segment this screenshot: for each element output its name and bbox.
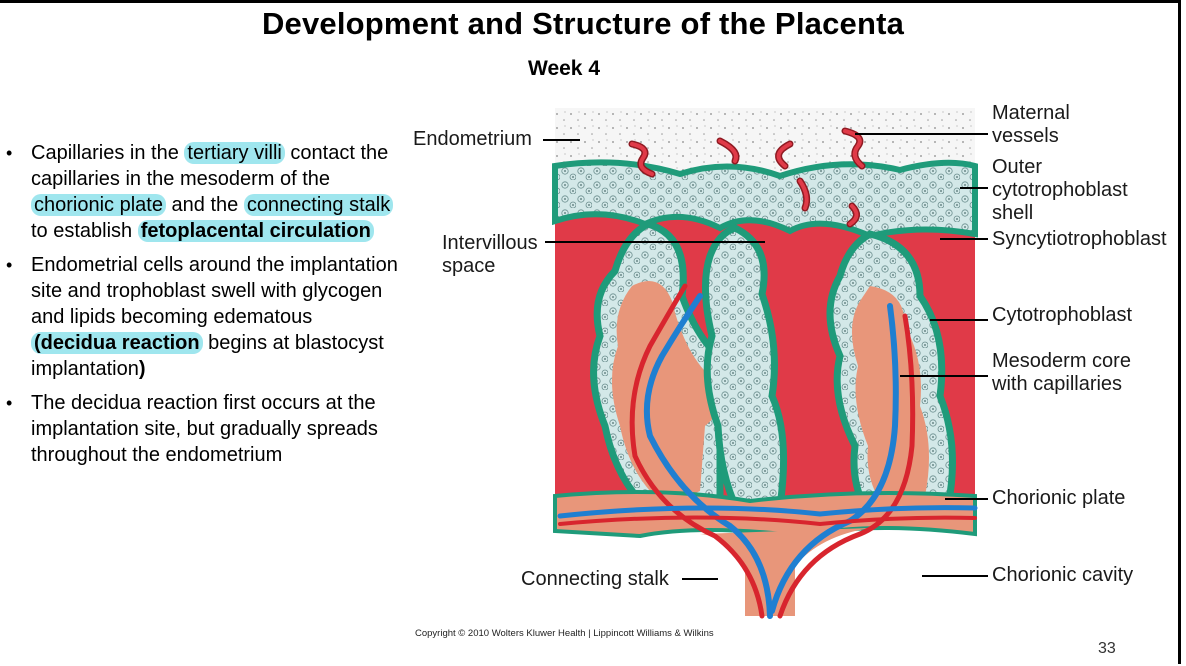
text-run: The decidua reaction first occurs at the…: [31, 392, 378, 466]
bullet-text: The decidua reaction first occurs at the…: [31, 392, 378, 466]
highlighted-term: tertiary villi: [184, 142, 285, 164]
page-number: 33: [1098, 640, 1116, 657]
label-line: Maternal: [992, 102, 1070, 124]
vein-vessel: [769, 303, 899, 614]
artery-vessel: [629, 283, 765, 619]
placenta-diagram: [543, 108, 988, 619]
text-run: Capillaries in the: [31, 142, 185, 164]
placenta-figure: Endometrium Maternal vessels Outer cytot…: [400, 96, 1186, 636]
chorionic-vessel: [558, 515, 977, 527]
label-line: Mesoderm core: [992, 350, 1131, 372]
bullet-text: Endometrial cells around the implantatio…: [31, 254, 398, 380]
bullet-dot-icon: •: [6, 393, 13, 413]
text-run: begins at blastocyst implantation: [31, 332, 384, 380]
highlighted-term: connecting stalk: [243, 194, 394, 216]
villus-middle: [702, 224, 788, 521]
bullet-item: • The decidua reaction first occurs at th…: [0, 390, 400, 468]
label-endometrium: Endometrium: [413, 128, 532, 150]
text-run: and the: [165, 194, 244, 216]
bullet-item: • Endometrial cells around the implantati…: [0, 252, 400, 382]
highlighted-term: (decidua reaction: [31, 332, 203, 354]
highlighted-term: chorionic plate: [31, 194, 166, 216]
highlighted-term: fetoplacental circulation: [137, 220, 374, 242]
label-line: cytotrophoblast: [992, 179, 1128, 201]
connecting-stalk: [700, 528, 870, 616]
label-syncytiotrophoblast: Syncytiotrophoblast: [992, 228, 1167, 250]
label-line: vessels: [992, 125, 1059, 147]
bullet-list: • Capillaries in the tertiary villi conta…: [0, 140, 400, 476]
label-chorionic-plate: Chorionic plate: [992, 487, 1126, 509]
label-cytotrophoblast: Cytotrophoblast: [992, 304, 1133, 326]
label-mesoderm-core: Mesoderm core with capillaries: [992, 350, 1131, 396]
label-line: Outer: [992, 156, 1043, 178]
text-run: to establish: [31, 220, 138, 242]
label-maternal-vessels: Maternal vessels: [992, 102, 1070, 148]
copyright-notice: Copyright © 2010 Wolters Kluwer Health |…: [415, 628, 714, 639]
slide-title: Development and Structure of the Placent…: [261, 6, 905, 41]
chorionic-plate: [553, 490, 977, 539]
label-chorionic-cavity: Chorionic cavity: [992, 564, 1134, 586]
bullet-item: • Capillaries in the tertiary villi conta…: [0, 140, 400, 244]
bullet-dot-icon: •: [6, 143, 13, 163]
label-line: shell: [992, 202, 1034, 224]
label-outer-shell: Outer cytotrophoblast shell: [992, 156, 1128, 225]
label-line: space: [442, 255, 496, 277]
text-run: Endometrial cells around the implantatio…: [31, 254, 398, 328]
label-connecting-stalk: Connecting stalk: [521, 568, 669, 590]
text-run: contact the capillaries in the mesoderm …: [31, 142, 389, 190]
label-line: with capillaries: [992, 373, 1123, 395]
slide-subtitle: Week 4: [528, 57, 600, 80]
chorionic-vessel: [557, 505, 978, 519]
bullet-text: Capillaries in the tertiary villi contac…: [31, 142, 394, 242]
label-intervillous-space: Intervillous space: [442, 232, 538, 278]
bold-text: ): [138, 358, 146, 380]
label-line: Intervillous: [442, 232, 538, 254]
bullet-dot-icon: •: [6, 255, 13, 275]
outer-shell: [552, 159, 978, 240]
vein-vessel: [643, 293, 773, 619]
